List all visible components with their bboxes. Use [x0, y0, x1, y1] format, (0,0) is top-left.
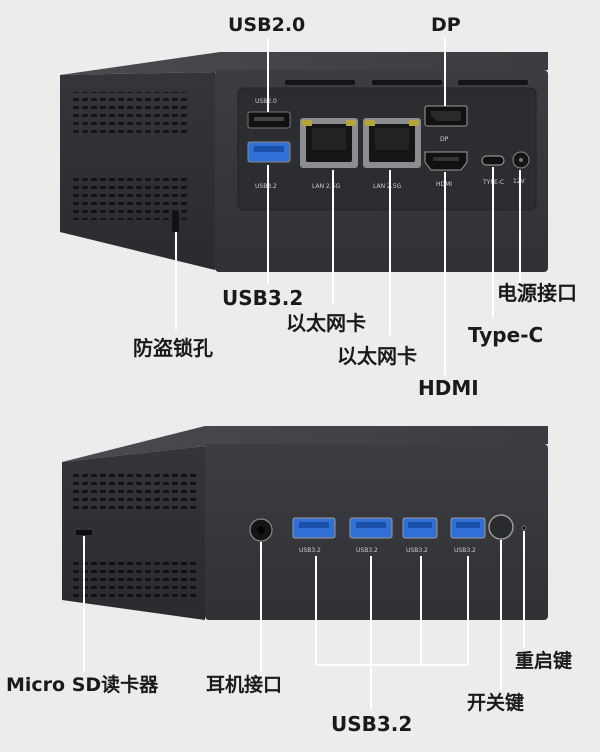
- print-lan2: LAN 2.5G: [373, 183, 402, 190]
- typec-port: [481, 155, 505, 166]
- label-usb32-top: USB3.2: [222, 286, 304, 310]
- label-hdmi: HDMI: [418, 376, 479, 400]
- print-usb32: USB3.2: [255, 183, 277, 190]
- hdmi-port: [424, 151, 468, 171]
- label-typec: Type-C: [468, 323, 544, 347]
- dc-port: [512, 151, 530, 169]
- leaders-top: [175, 38, 521, 375]
- usb32-port-group: [292, 517, 486, 539]
- label-power-button: 开关键: [467, 692, 525, 714]
- sd-slot: [76, 530, 92, 535]
- label-usb32-bottom: USB3.2: [331, 712, 413, 736]
- bottom-device: USB3.2 USB3.2 USB3.2 USB3.2: [62, 426, 548, 710]
- print-dp: DP: [440, 136, 449, 143]
- power-button: [488, 514, 514, 540]
- lock-slot: [172, 212, 179, 232]
- print-usb32-2: USB3.2: [356, 547, 378, 554]
- label-earphone: 耳机接口: [206, 674, 283, 696]
- print-usb20: USB2.0: [255, 98, 277, 105]
- label-sd-reader: Micro SD读卡器: [6, 674, 159, 696]
- label-power-jack: 电源接口: [497, 281, 577, 305]
- print-lan1: LAN 2.5G: [312, 183, 341, 190]
- leaders-bottom: [83, 531, 525, 710]
- print-usb32-3: USB3.2: [406, 547, 428, 554]
- print-usb32-1: USB3.2: [299, 547, 321, 554]
- earphone-port: [249, 518, 273, 542]
- reset-hole: [521, 525, 527, 531]
- label-lan-2: 以太网卡: [337, 344, 417, 368]
- label-lock-hole: 防盗锁孔: [133, 336, 213, 360]
- side-vents-bottom: [72, 470, 197, 600]
- lan-port-2: [363, 118, 421, 168]
- label-reset: 重启键: [515, 650, 573, 672]
- print-usb32-4: USB3.2: [454, 547, 476, 554]
- label-dp: DP: [431, 14, 461, 36]
- side-vents-top: [70, 92, 190, 220]
- dp-port: [424, 105, 468, 127]
- label-usb20: USB2.0: [228, 14, 306, 36]
- label-lan-1: 以太网卡: [286, 311, 366, 335]
- top-device: USB2.0 USB3.2 LAN 2.5G LAN 2.5G DP HDMI …: [60, 38, 548, 375]
- lan-port-1: [300, 118, 358, 168]
